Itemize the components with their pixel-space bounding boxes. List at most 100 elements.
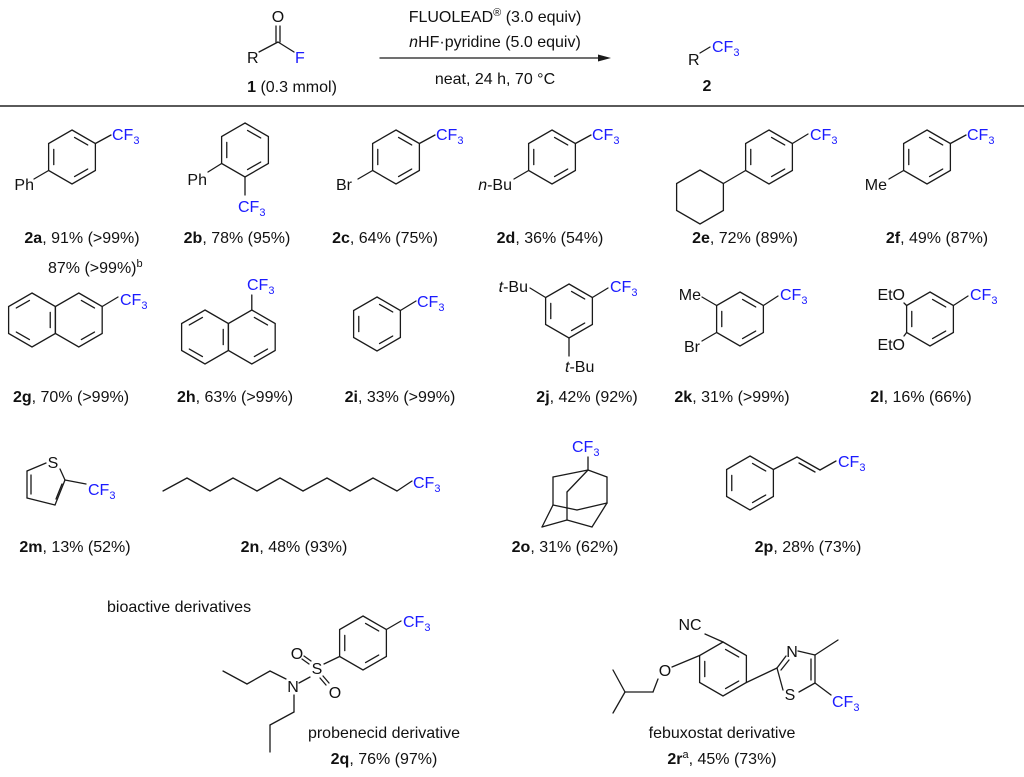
isobutyl-chain	[612, 669, 626, 693]
text-part: ®	[493, 7, 501, 19]
bond	[591, 287, 609, 299]
double-bond	[15, 299, 31, 309]
bond	[513, 169, 530, 180]
compound-number: 2d	[497, 230, 516, 247]
compound-label: 2e, 72% (89%)	[692, 230, 798, 247]
compound-label: 2a, 91% (>99%)	[24, 230, 139, 247]
text-part: S	[312, 661, 323, 678]
text-part: O	[272, 9, 284, 26]
oxygen-label: O	[329, 685, 341, 702]
alkyl-chain	[372, 477, 398, 492]
text-part: 3	[801, 295, 807, 307]
bond	[949, 134, 967, 145]
substituent-label: Ph	[187, 172, 207, 189]
alkyl-chain	[279, 477, 304, 492]
bond	[64, 479, 87, 485]
double-bond	[188, 348, 204, 358]
cf3-group-label: CF3	[436, 127, 463, 147]
compound-label: 2k, 31% (>99%)	[674, 389, 789, 406]
compound-number: 2k	[674, 389, 692, 406]
text-part: 3	[853, 702, 859, 714]
compound-label: 2d, 36% (54%)	[497, 230, 604, 247]
text-part: 3	[259, 207, 265, 219]
compound-label: 2j, 42% (92%)	[536, 389, 637, 406]
double-bond	[928, 136, 944, 146]
compound-label: 2q, 76% (97%)	[331, 751, 438, 768]
cf3-group-label: CF3	[970, 287, 997, 307]
text-part: CF	[436, 127, 458, 144]
isobutyl-chain	[652, 678, 659, 693]
double-bond	[364, 622, 380, 632]
text-part: CF	[238, 199, 260, 216]
yield: , 13% (52%)	[43, 539, 131, 556]
propyl-chain	[269, 711, 295, 726]
double-bond	[73, 168, 89, 178]
ring	[725, 455, 775, 511]
bond	[529, 287, 547, 299]
substituent-label: EtO	[877, 337, 905, 354]
double-bond	[397, 168, 413, 178]
cf3-group-label: CF3	[832, 694, 859, 714]
compound-number: 2c	[332, 230, 350, 247]
ring	[227, 309, 276, 365]
nitrile-label: NC	[678, 617, 701, 634]
cf3-group-label: CF3	[780, 287, 807, 307]
text-part: Me	[865, 177, 887, 194]
bond	[26, 462, 47, 472]
text-part: CF	[970, 287, 992, 304]
adamantane-bond	[541, 504, 554, 528]
alkyl-chain	[349, 477, 374, 492]
cf3-group-label: CF3	[88, 482, 115, 502]
double-bond	[770, 168, 786, 178]
methyl-bond	[814, 639, 839, 656]
compound-number: 2a	[24, 230, 42, 247]
compound-label: 2p, 28% (73%)	[755, 539, 862, 556]
bond	[888, 169, 905, 180]
text-part: (0.3 mmol)	[256, 79, 337, 96]
yield: , 76% (97%)	[349, 751, 437, 768]
text-part: n	[478, 177, 487, 194]
compound-label: 2ra, 45% (73%)	[667, 749, 776, 768]
yield: , 45% (73%)	[689, 751, 777, 768]
bond	[772, 456, 798, 471]
double-bond	[780, 659, 790, 671]
text-part: R	[688, 52, 700, 69]
double-bond	[741, 330, 757, 340]
double-bond	[397, 136, 413, 146]
text-part: n	[409, 34, 418, 51]
text-part: CF	[247, 277, 269, 294]
yield: , 36% (54%)	[515, 230, 603, 247]
text-part: O	[659, 663, 671, 680]
text-part: Br	[684, 339, 701, 356]
bond	[797, 650, 816, 656]
text-part: 3	[859, 462, 865, 474]
bond	[704, 633, 724, 643]
product-label: 2	[703, 78, 712, 95]
text-part: CF	[88, 482, 110, 499]
double-bond	[553, 168, 569, 178]
text-part: 3	[109, 490, 115, 502]
yield: , 31% (62%)	[530, 539, 618, 556]
text-part: 3	[988, 135, 994, 147]
double-bond	[253, 348, 269, 358]
reactant-label: 1 (0.3 mmol)	[247, 79, 337, 96]
text-part: (3.0 equiv)	[501, 9, 581, 26]
substituent-label: Br	[336, 177, 353, 194]
cf3-group-label: CF3	[967, 127, 994, 147]
substituent-label: Me	[679, 287, 701, 304]
text-part: CF	[572, 439, 594, 456]
compound-label: 2i, 33% (>99%)	[345, 389, 456, 406]
bond	[277, 41, 295, 53]
text-part: HF·pyridine (5.0 equiv)	[418, 34, 581, 51]
double-bond	[570, 290, 586, 300]
nitrogen-label: N	[786, 644, 798, 661]
substituent-label: Me	[865, 177, 887, 194]
bond	[722, 169, 747, 185]
alkyl-chain	[209, 477, 234, 492]
double-bond	[724, 648, 740, 658]
double-bond	[553, 136, 569, 146]
bond	[671, 654, 701, 668]
fluorine-label: F	[295, 50, 305, 67]
compound-number: 2n	[241, 539, 260, 556]
